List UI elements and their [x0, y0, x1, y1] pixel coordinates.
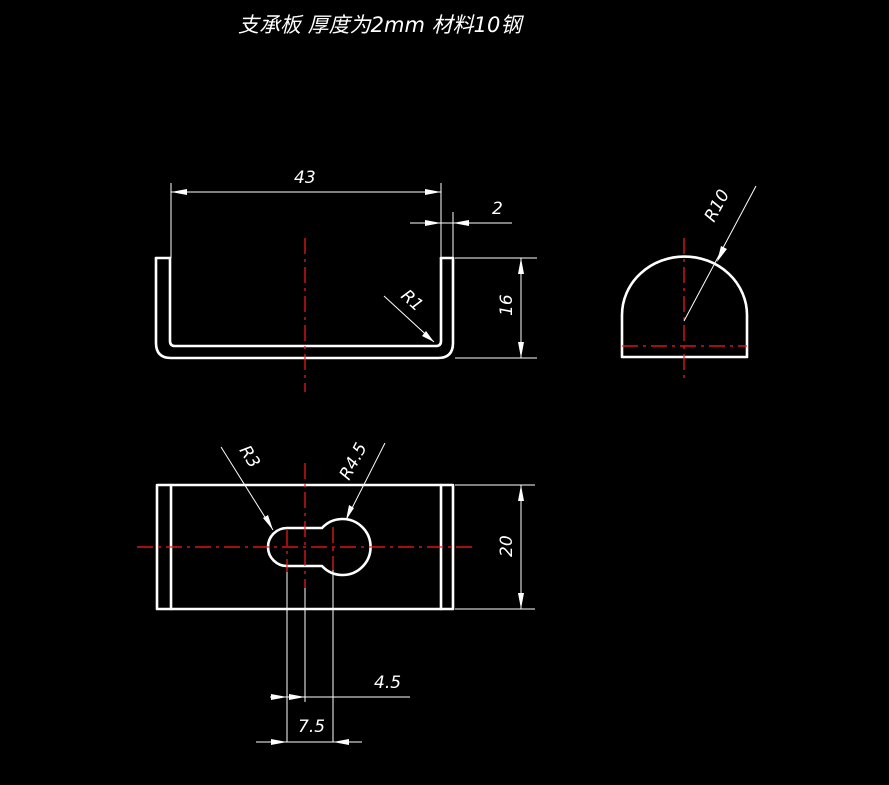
side-view-profile — [620, 255, 749, 359]
dim-43-arrow-left — [171, 189, 187, 195]
dim-4-5-arrow-right — [289, 694, 305, 700]
dim-r10-arrow — [717, 246, 727, 262]
dim-7-5-arrow-right — [333, 739, 349, 745]
drawing-title: 支承板 厚度为2mm 材料10钢 — [238, 13, 524, 37]
dim-r45-label: R4.5 — [336, 440, 372, 484]
dim-43-arrow-right — [425, 189, 441, 195]
dim-r3-arrow — [263, 515, 273, 530]
dim-r45-arrow — [346, 505, 354, 520]
dim-7-5-label: 7.5 — [298, 717, 325, 737]
dim-20-arrow-top — [518, 485, 524, 501]
front-view: 43 2 16 R1 — [154, 168, 537, 392]
dim-r3-leader — [220, 446, 274, 531]
plan-view: R3 R4.5 20 4.5 7.5 — [137, 440, 535, 745]
dim-16-arrow-bottom — [518, 342, 524, 358]
dim-20-label: 20 — [497, 535, 517, 557]
dim-4-5-label: 4.5 — [374, 673, 401, 693]
dim-r10-label: R10 — [701, 186, 734, 225]
side-view: R10 — [620, 185, 757, 378]
dim-16-arrow-top — [518, 258, 524, 274]
dim-r1-arrow — [422, 331, 434, 342]
dim-2-arrow-right — [453, 220, 469, 226]
dim-2-label: 2 — [492, 199, 503, 219]
dim-7-5-arrow-left — [271, 739, 287, 745]
dim-43-label: 43 — [294, 168, 316, 188]
dim-4-5-arrow-left — [271, 694, 287, 700]
keyhole-slot — [266, 517, 372, 577]
dim-2-arrow-left — [425, 220, 441, 226]
dim-16-label: 16 — [497, 294, 517, 316]
dim-r3-label: R3 — [235, 442, 264, 472]
dim-20-arrow-bottom — [518, 593, 524, 609]
